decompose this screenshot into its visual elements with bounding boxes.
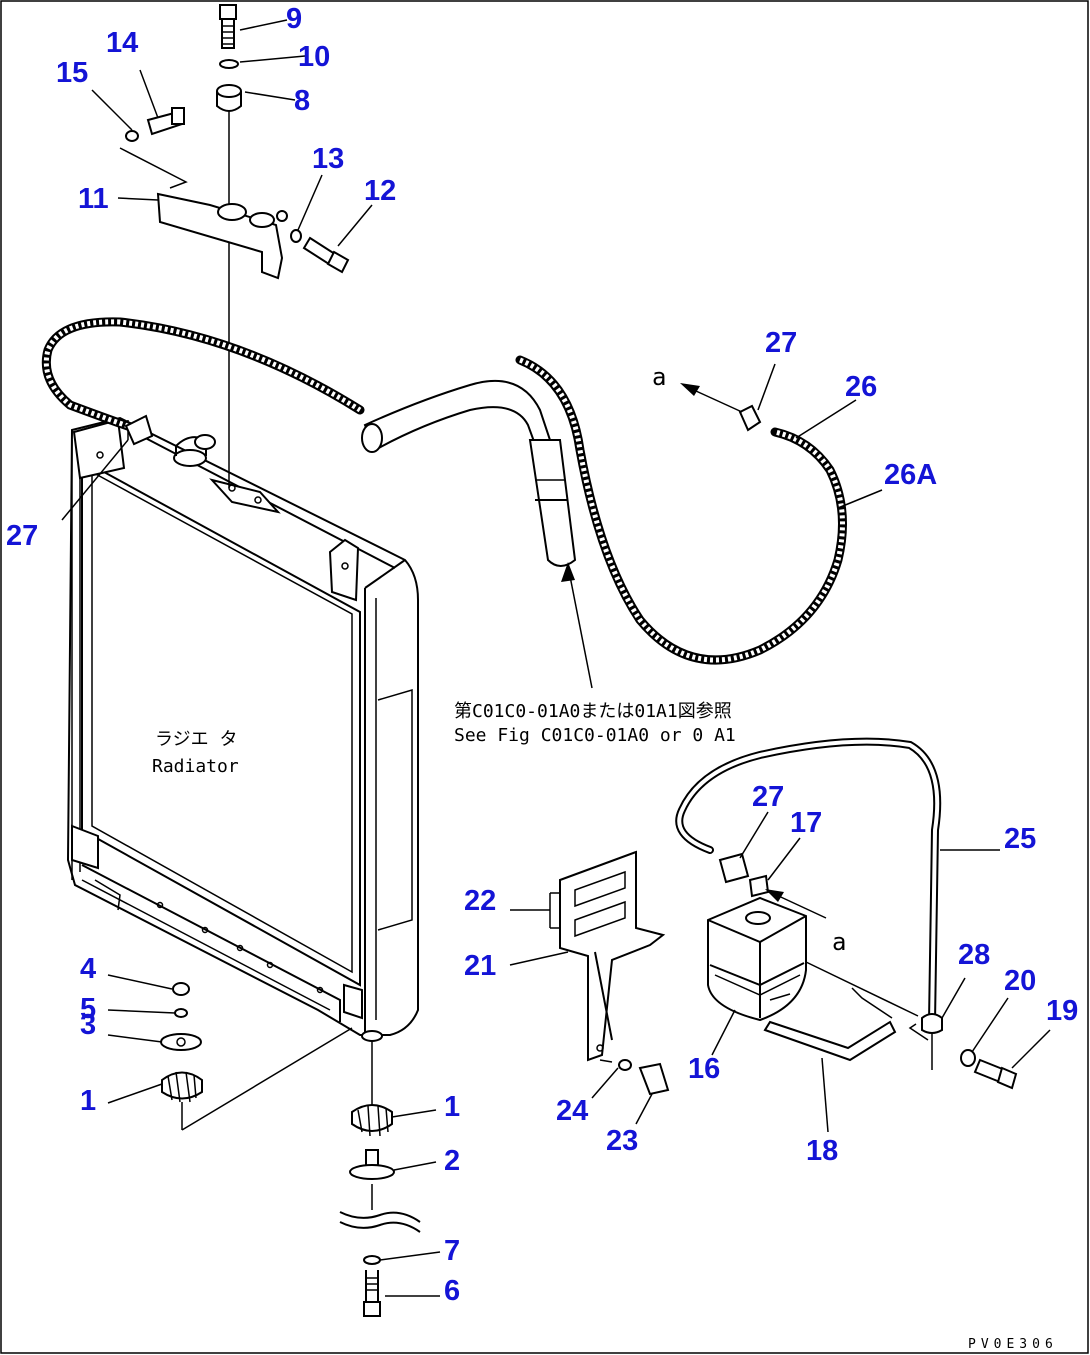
callout-19: 19: [1046, 995, 1078, 1027]
callout-7: 7: [444, 1235, 460, 1267]
callout-22: 22: [464, 885, 496, 917]
reserve-tank-assembly: a: [559, 737, 1018, 1096]
lower-mount-parts: [160, 982, 421, 1317]
callout-24: 24: [556, 1095, 588, 1127]
callout-11: 11: [78, 183, 109, 215]
reference-note: 第C01C0-01A0または01A1図参照 See Fig C01C0-01A0…: [454, 701, 736, 746]
view-a-marker-upper: a: [652, 363, 666, 391]
callout-6: 6: [444, 1275, 460, 1307]
callout-27-lower-right: 27: [752, 781, 784, 813]
drawing-code: PV0E306: [968, 1337, 1058, 1352]
note-line-en: See Fig C01C0-01A0 or 0 A1: [454, 725, 736, 746]
callout-25: 25: [1004, 823, 1036, 855]
callout-8: 8: [294, 85, 310, 117]
callout-4: 4: [80, 953, 96, 985]
view-a-marker-lower: a: [832, 928, 846, 956]
callout-17: 17: [790, 807, 822, 839]
callout-1-right: 1: [444, 1091, 460, 1123]
callout-16: 16: [688, 1053, 720, 1085]
callout-21: 21: [464, 950, 496, 982]
callout-26: 26: [845, 371, 877, 403]
radiator-label-jp: ラジエ タ: [155, 729, 237, 750]
callout-9: 9: [286, 3, 302, 35]
note-line-jp: 第C01C0-01A0または01A1図参照: [454, 701, 732, 722]
callout-10: 10: [298, 41, 330, 73]
callout-12: 12: [364, 175, 396, 207]
callout-15: 15: [56, 57, 88, 89]
wire-harness: a: [41, 317, 847, 689]
callout-14: 14: [106, 27, 138, 59]
callout-28: 28: [958, 939, 990, 971]
callout-18: 18: [806, 1135, 838, 1167]
radiator-label-en: Radiator: [152, 756, 239, 777]
callout-27-upper-right: 27: [765, 327, 797, 359]
callout-labels: 9 10 8 14 15 13 12 11 27 26 26A 27 27 17…: [6, 3, 1078, 1307]
callout-13: 13: [312, 143, 344, 175]
callout-23: 23: [606, 1125, 638, 1157]
callout-27-left: 27: [6, 520, 38, 552]
leader-lines: [61, 19, 1051, 1297]
callout-1-left: 1: [80, 1085, 96, 1117]
callout-26A: 26A: [884, 459, 937, 491]
callout-5: 5: [80, 993, 96, 1025]
radiator: ラジエ タ Radiator: [66, 416, 419, 1042]
callout-20: 20: [1004, 965, 1036, 997]
callout-2: 2: [444, 1145, 460, 1177]
top-mount-parts: [119, 4, 350, 488]
callout-3: 3: [80, 1009, 96, 1041]
